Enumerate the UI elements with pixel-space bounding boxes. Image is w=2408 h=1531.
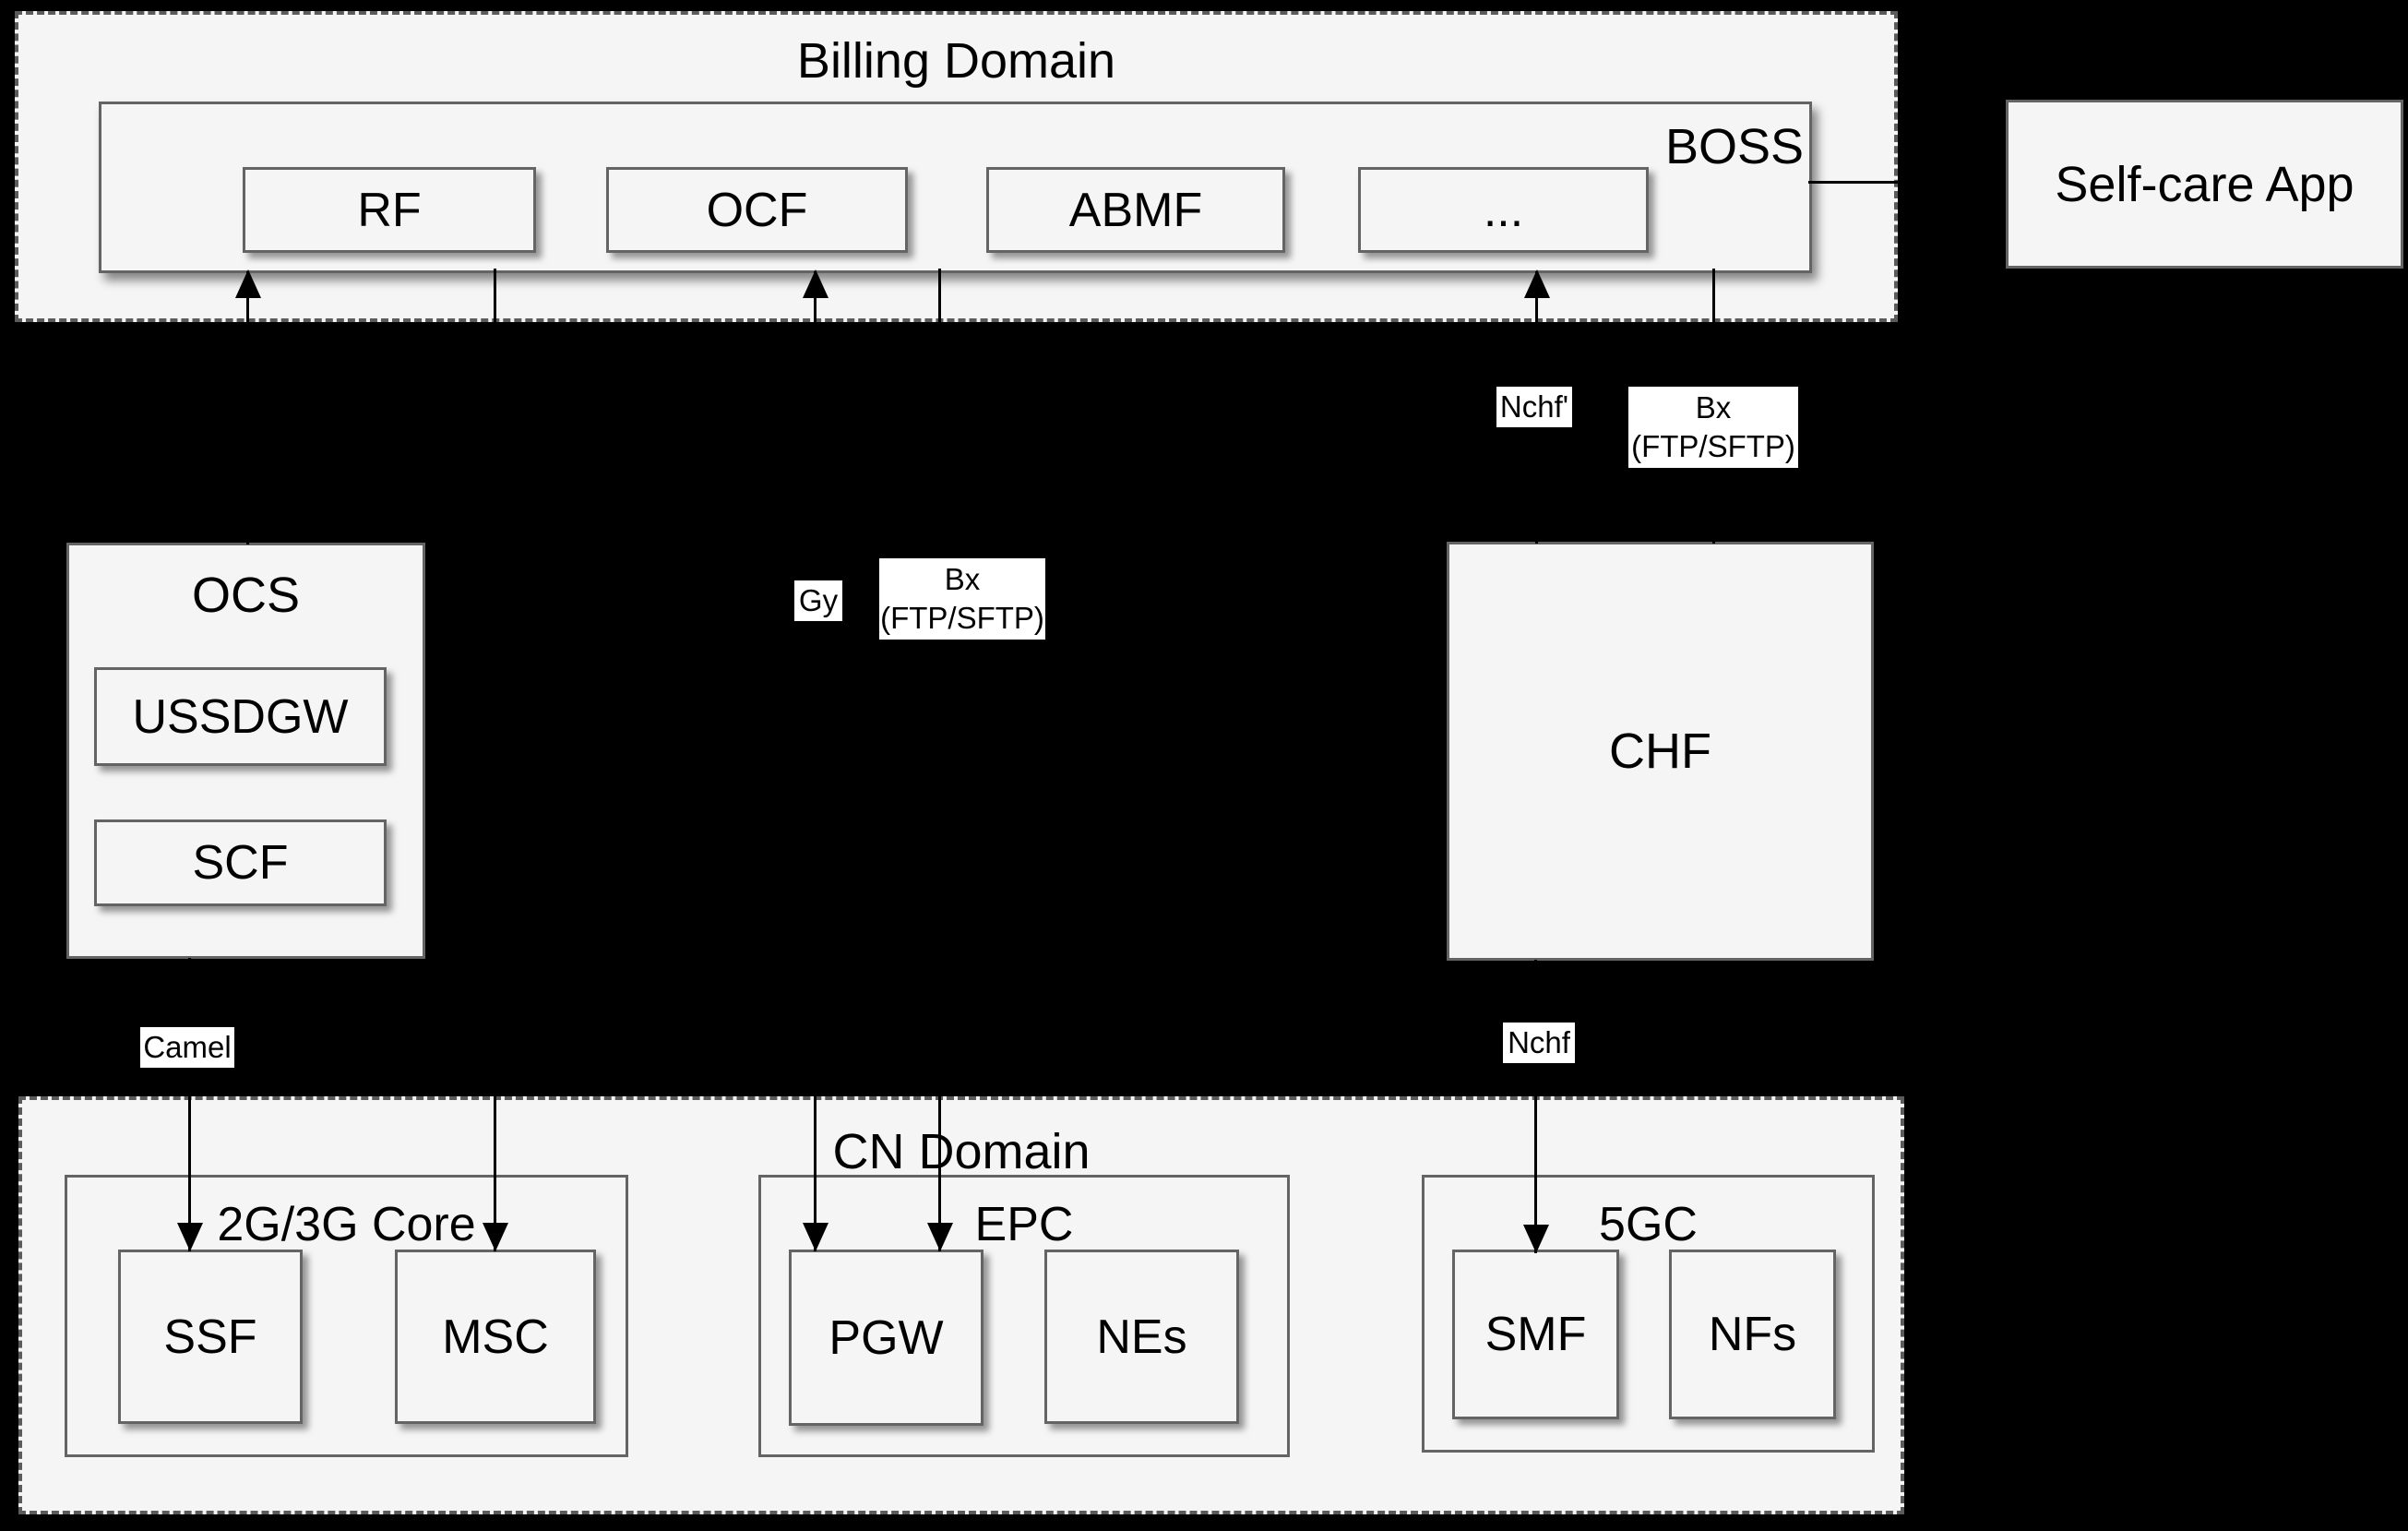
chf-label: CHF [1609, 724, 1711, 779]
connector-boss-to-selfcare [1808, 181, 2006, 184]
bx-line1: Bx [944, 562, 981, 596]
arrowhead-down-into-pgw-2-icon [927, 1223, 953, 1251]
nes-label: NEs [1096, 1310, 1187, 1364]
arrowhead-down-into-ssf-icon [177, 1223, 203, 1251]
arrowhead-up-into-boss-icon [1524, 269, 1550, 298]
cn-domain-title: CN Domain [832, 1124, 1091, 1179]
bx-ftp-sftp-interface-label: Bx (FTP/SFTP) [879, 558, 1045, 640]
connector-boss-to-msc [494, 269, 496, 1251]
billing-domain-box: Billing Domain BOSS RF OCF ABMF ... [15, 11, 1898, 322]
connector-gy-pgw-to-ocf [814, 271, 817, 1251]
arrowhead-up-into-ocf-icon [803, 269, 828, 298]
nfs-box: NFs [1669, 1250, 1836, 1419]
ocf-label: OCF [706, 183, 808, 237]
pgw-label: PGW [828, 1310, 944, 1365]
scf-label: SCF [192, 836, 289, 890]
ocs-box: OCS USSDGW SCF [66, 543, 425, 959]
connector-camel-ocs-to-ssf [188, 958, 191, 1251]
ocs-title: OCS [191, 568, 301, 623]
msc-box: MSC [395, 1250, 596, 1424]
arrowhead-up-into-rf-icon [235, 269, 261, 298]
ellipsis-box: ... [1358, 167, 1649, 253]
smf-label: SMF [1484, 1308, 1587, 1361]
epc-title: EPC [974, 1198, 1074, 1251]
boss-label: BOSS [1664, 119, 1804, 174]
ellipsis-label: ... [1483, 183, 1524, 237]
connector-ocs-to-rf [246, 271, 249, 544]
bx-right-line1: Bx [1695, 390, 1732, 425]
camel-interface-label: Camel [140, 1027, 234, 1068]
boss-box: BOSS RF OCF ABMF ... [99, 102, 1812, 273]
chf-box: CHF [1447, 542, 1874, 961]
connector-bx-boss-to-pgw [938, 269, 941, 1251]
ocf-box: OCF [606, 167, 908, 253]
self-care-app-box: Self-care App [2006, 100, 2403, 269]
nchf-prime-interface-label: Nchf' [1496, 387, 1572, 427]
bx-right-line2: (FTP/SFTP) [1631, 429, 1795, 463]
rf-label: RF [357, 183, 422, 237]
abmf-box: ABMF [986, 167, 1285, 253]
msc-label: MSC [442, 1310, 549, 1364]
nfs-label: NFs [1708, 1308, 1797, 1361]
bx-line2: (FTP/SFTP) [880, 601, 1044, 635]
pgw-box: PGW [789, 1250, 983, 1426]
ussdgw-box: USSDGW [94, 667, 387, 766]
5gc-title: 5GC [1599, 1198, 1698, 1251]
gy-interface-label: Gy [794, 580, 842, 621]
arrowhead-down-into-msc-icon [483, 1223, 508, 1251]
scf-box: SCF [94, 819, 387, 906]
arrowhead-down-into-pgw-icon [803, 1223, 828, 1251]
billing-domain-title: Billing Domain [796, 33, 1116, 89]
connector-nchf-chf-to-smf [1534, 960, 1537, 1253]
ssf-label: SSF [163, 1310, 257, 1364]
bx-ftp-sftp-interface-label-right: Bx (FTP/SFTP) [1628, 387, 1798, 468]
ussdgw-label: USSDGW [132, 689, 349, 744]
rf-box: RF [243, 167, 536, 253]
2g3g-core-title: 2G/3G Core [217, 1198, 476, 1251]
self-care-app-label: Self-care App [2055, 156, 2354, 212]
nes-box: NEs [1044, 1250, 1239, 1424]
smf-box: SMF [1452, 1250, 1619, 1419]
abmf-label: ABMF [1068, 183, 1203, 237]
nchf-interface-label: Nchf [1503, 1023, 1575, 1063]
arrowhead-down-into-smf-icon [1523, 1225, 1549, 1253]
ssf-box: SSF [118, 1250, 303, 1424]
